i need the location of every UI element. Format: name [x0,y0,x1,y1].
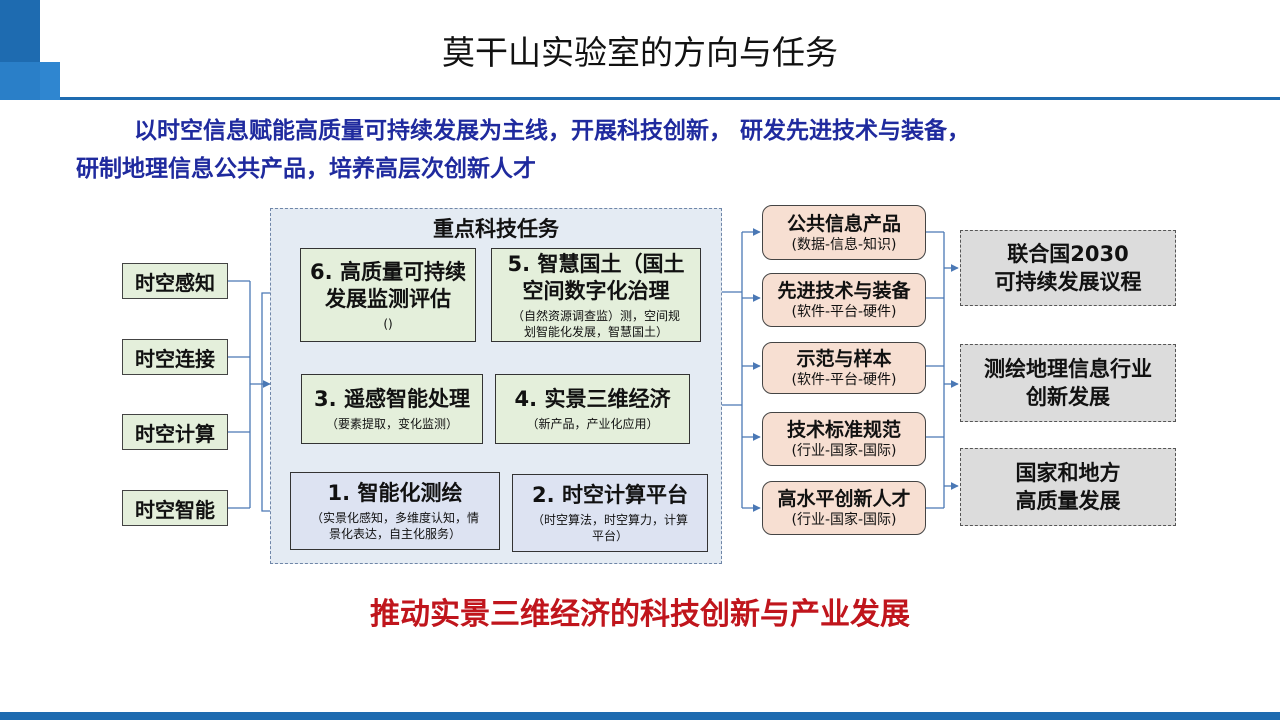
task-5-title-line-1: 5. 智慧国土（国土 [507,251,685,276]
task-1-title: 1. 智能化测绘 [327,481,463,505]
slide-title: 莫干山实验室的方向与任务 [442,33,838,72]
mission-statement-line-2: 研制地理信息公共产品，培养高层次创新人才 [76,156,536,182]
output-title: 示范与样本 [796,348,892,370]
task-2-computing-platform: 2. 时空计算平台 （时空算法，时空算力，计算 平台） [512,474,708,552]
output-title: 高水平创新人才 [777,488,911,510]
goal-industry-innovation: 测绘地理信息行业 创新发展 [960,344,1176,422]
mission-statement-line-1: 以时空信息赋能高质量可持续发展为主线，开展科技创新， 研发先进技术与装备， [134,118,971,144]
output-sub: (软件-平台-硬件) [791,372,897,388]
header-accent-block [0,0,40,62]
goal-line-1: 联合国2030 [1007,242,1129,266]
task-5-sub-line-2: 划智能化发展，智慧国土） [523,324,668,339]
input-spatiotemporal-computing: 时空计算 [122,414,228,450]
input-spatiotemporal-intelligence: 时空智能 [122,490,228,526]
task-5-title-line-2: 空间数字化治理 [522,278,670,303]
goal-line-2: 可持续发展议程 [994,270,1142,294]
goal-national-local-development: 国家和地方 高质量发展 [960,448,1176,526]
task-1-sub-line-1: （实景化感知，多维度认知，情 [310,511,479,525]
goal-un-2030-agenda: 联合国2030 可持续发展议程 [960,230,1176,306]
input-spatiotemporal-sensing: 时空感知 [122,263,228,299]
output-sub: (行业-国家-国际) [791,512,897,528]
task-6-monitoring-assessment: 6. 高质量可持续 发展监测评估 () [300,248,476,342]
task-2-sub-line-2: 平台） [591,529,628,543]
mission-statement: 以时空信息赋能高质量可持续发展为主线，开展科技创新， 研发先进技术与装备， 研制… [76,112,1216,188]
task-5-sub-line-1: （自然资源调查监）测，空间规 [511,308,680,323]
header-accent-step [40,62,60,100]
task-6-title-line-2: 发展监测评估 [325,286,451,311]
task-6-title-line-1: 6. 高质量可持续 [310,259,466,284]
goal-line-1: 测绘地理信息行业 [984,357,1152,381]
output-demonstration-samples: 示范与样本 (软件-平台-硬件) [762,342,926,394]
task-4-real-3d-economy: 4. 实景三维经济 （新产品，产业化应用） [495,374,690,444]
key-tasks-title: 重点科技任务 [433,217,559,241]
conclusion-banner: 推动实景三维经济的科技创新与产业发展 [370,597,910,632]
task-5-smart-territory: 5. 智慧国土（国土 空间数字化治理 （自然资源调查监）测，空间规 划智能化发展… [491,248,701,342]
task-4-title: 4. 实景三维经济 [514,387,671,411]
output-title: 先进技术与装备 [777,280,911,302]
task-1-intelligent-mapping: 1. 智能化测绘 （实景化感知，多维度认知，情 景化表达，自主化服务） [290,472,500,550]
goal-line-2: 高质量发展 [1015,489,1121,513]
header-rule [60,97,1280,100]
output-title: 技术标准规范 [786,419,901,441]
output-high-level-talent: 高水平创新人才 (行业-国家-国际) [762,481,926,535]
output-advanced-tech-equipment: 先进技术与装备 (软件-平台-硬件) [762,273,926,327]
footer-rule [0,712,1280,720]
header-accent-block-lower [0,62,40,100]
task-3-sub: （要素提取，变化监测） [325,417,458,431]
output-title: 公共信息产品 [786,212,901,235]
output-public-info-products: 公共信息产品 (数据-信息-知识) [762,205,926,260]
output-sub: (行业-国家-国际) [791,443,897,459]
output-technical-standards: 技术标准规范 (行业-国家-国际) [762,412,926,466]
input-spatiotemporal-connection: 时空连接 [122,339,228,375]
output-sub: (软件-平台-硬件) [791,304,897,320]
goal-line-1: 国家和地方 [1015,461,1121,485]
task-4-sub: （新产品，产业化应用） [526,417,659,431]
task-3-title: 3. 遥感智能处理 [314,387,470,411]
goal-line-2: 创新发展 [1026,385,1110,409]
task-3-remote-sensing: 3. 遥感智能处理 （要素提取，变化监测） [301,374,483,444]
task-2-title: 2. 时空计算平台 [532,483,688,507]
task-1-sub-line-2: 景化表达，自主化服务） [328,527,461,541]
task-6-sub: () [383,316,393,331]
output-sub: (数据-信息-知识) [791,236,897,253]
task-2-sub-line-1: （时空算法，时空算力，计算 [531,513,688,527]
